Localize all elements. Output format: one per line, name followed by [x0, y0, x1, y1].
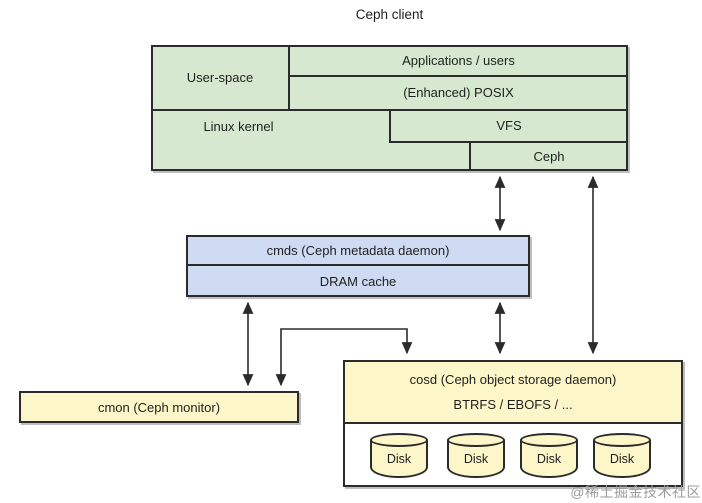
dram-cache-label: DRAM cache	[319, 273, 397, 289]
disk-label: Disk	[536, 452, 562, 466]
cosd-label: cosd (Ceph object storage daemon)	[409, 372, 617, 387]
cmds-block	[186, 235, 530, 297]
disk-cylinder: Disk	[593, 433, 651, 478]
disk-cylinder-top-ellipse	[370, 433, 428, 447]
cosd-box: cosd (Ceph object storage daemon) BTRFS …	[343, 360, 683, 487]
disk-area: Disk Disk Disk Disk	[345, 424, 681, 485]
cmds-label: cmds (Ceph metadata daemon)	[266, 242, 450, 258]
divider-vfs-left	[389, 110, 391, 142]
vfs-cell: VFS	[496, 118, 522, 133]
divider-vfs-bottom	[389, 141, 627, 143]
disk-cylinder: Disk	[370, 433, 428, 478]
filesystems-label: BTRFS / EBOFS / ...	[453, 397, 573, 412]
disk-cylinder-top-ellipse	[593, 433, 651, 447]
ceph-cell: Ceph	[533, 148, 565, 164]
watermark: @稀土掘金技术社区	[570, 484, 701, 500]
disk-cylinder-top-ellipse	[447, 433, 505, 447]
disk-cylinder: Disk	[447, 433, 505, 478]
disk-cylinder: Disk	[520, 433, 578, 478]
disk-label: Disk	[609, 452, 635, 466]
diagram-title: Ceph client	[355, 7, 424, 22]
cmon-box: cmon (Ceph monitor)	[19, 391, 299, 423]
user-space-cell: User-space	[186, 70, 254, 85]
enhanced-posix-cell: (Enhanced) POSIX	[403, 85, 514, 100]
cosd-header: cosd (Ceph object storage daemon) BTRFS …	[345, 362, 681, 424]
disk-label: Disk	[386, 452, 412, 466]
divider-cmds-dram	[188, 264, 528, 266]
applications-users-cell: Applications / users	[402, 53, 515, 68]
divider-apps-posix	[289, 75, 627, 77]
linux-kernel-cell: Linux kernel	[203, 119, 274, 134]
client-stack-block	[151, 45, 628, 171]
disk-cylinder-top-ellipse	[520, 433, 578, 447]
divider-ceph-left	[469, 142, 471, 170]
divider-userspace-right	[288, 47, 290, 110]
disk-label: Disk	[463, 452, 489, 466]
